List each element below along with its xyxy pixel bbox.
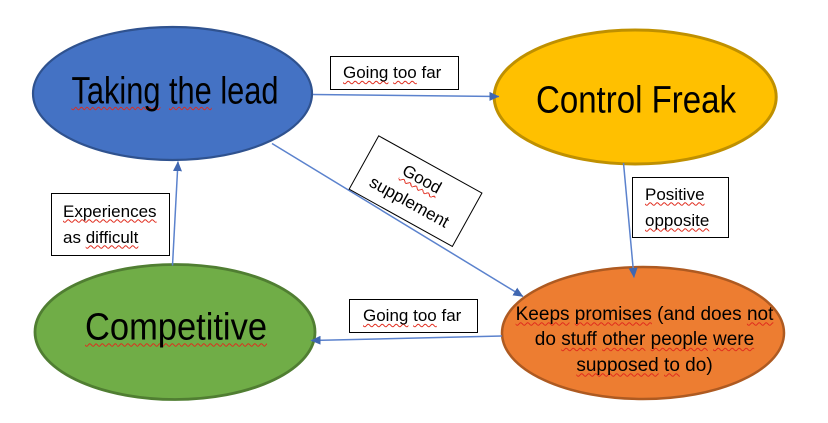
text-line: opposite: [645, 208, 728, 234]
edge-label-experiences-as-difficult[interactable]: Experiences as difficult: [51, 193, 170, 256]
word-misspelled: Competitive: [85, 306, 268, 349]
node-label-competitive[interactable]: Competitive: [85, 306, 267, 349]
word-misspelled: the: [168, 70, 212, 113]
word: do: [534, 328, 556, 350]
text-line: supposed to do): [516, 352, 774, 378]
edge-label-positive-opposite[interactable]: Positive opposite: [632, 177, 729, 238]
word-misspelled: too: [413, 306, 437, 325]
word: Control: [535, 79, 643, 122]
edge-label-going-too-far-top[interactable]: Going too far: [330, 56, 459, 90]
word-misspelled: Taking: [70, 70, 160, 113]
word-misspelled: other: [602, 328, 646, 350]
word: do): [685, 354, 713, 376]
text-line: as difficult: [63, 225, 169, 251]
text-line: Taking the lead: [71, 70, 278, 113]
node-ellipse-competitive[interactable]: [33, 263, 317, 401]
word: lead: [219, 70, 279, 113]
word-misspelled: opposite: [645, 210, 710, 230]
connector-arrow-keeps-to-competitive[interactable]: [310, 335, 503, 345]
word: far: [421, 63, 442, 82]
word-misspelled: were: [713, 328, 755, 350]
text-line: Positive: [645, 182, 728, 208]
text-line: Competitive: [85, 306, 267, 349]
connector-arrow-taking-to-control[interactable]: [312, 91, 500, 101]
node-label-taking-the-lead[interactable]: Taking the lead: [71, 70, 278, 113]
connector-arrow-taking-to-keeps[interactable]: [271, 142, 524, 298]
node-ellipse-taking-the-lead[interactable]: [31, 25, 314, 162]
connector-arrow-control-to-keeps[interactable]: [622, 162, 638, 278]
word-misspelled: Experiences: [63, 201, 157, 221]
word: does: [700, 303, 742, 325]
text-line: Experiences: [63, 199, 169, 225]
text-line: Going too far: [363, 303, 477, 329]
text-line: Going too far: [343, 60, 458, 86]
word-misspelled: difficult: [85, 227, 139, 247]
word-misspelled: not: [746, 303, 774, 325]
connector-arrow-competitive-to-taking[interactable]: [171, 161, 182, 266]
word-misspelled: people: [650, 328, 708, 350]
word-misspelled: supposed: [576, 354, 659, 376]
node-label-control-freak[interactable]: Control Freak: [536, 80, 736, 123]
word: far: [441, 306, 462, 325]
edge-label-going-too-far-bottom[interactable]: Going too far: [349, 299, 478, 333]
word-misspelled: to: [664, 354, 680, 376]
word-misspelled: Going: [363, 306, 409, 325]
word-misspelled: stuff: [561, 328, 597, 350]
word: Freak: [651, 79, 736, 122]
word-misspelled: too: [393, 63, 417, 82]
text-line: Control Freak: [536, 80, 736, 123]
word-misspelled: Going: [343, 63, 389, 82]
node-ellipse-keeps-promises[interactable]: [500, 265, 786, 401]
word-misspelled: Keeps: [515, 303, 570, 325]
word: as: [63, 227, 81, 247]
text-line: do stuff other people were: [516, 327, 774, 353]
text-line: Keeps promises (and does not: [516, 301, 774, 327]
word: (and: [657, 303, 696, 325]
word-misspelled: promises: [574, 303, 652, 325]
word-misspelled: Positive: [645, 184, 705, 204]
